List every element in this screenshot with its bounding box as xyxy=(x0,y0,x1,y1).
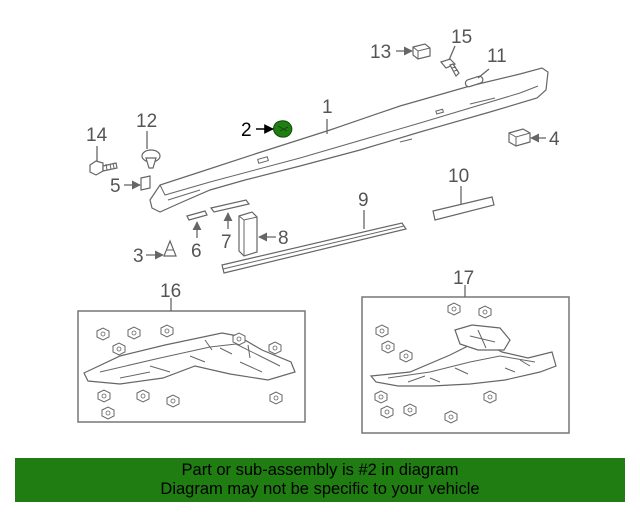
clip-part-5 xyxy=(140,175,151,191)
pad-part-6 xyxy=(186,210,208,221)
callout-13: 13 xyxy=(370,42,391,63)
retainer-part-13 xyxy=(412,43,431,60)
callout-10: 10 xyxy=(448,166,469,187)
callout-9: 9 xyxy=(358,190,369,211)
screw-part-15 xyxy=(439,58,460,77)
block-part-8 xyxy=(238,211,258,257)
parts-diagram: 1 2 3 4 5 6 7 8 xyxy=(77,27,570,434)
rocker-panel-part-1 xyxy=(149,67,549,213)
callout-7: 7 xyxy=(221,232,232,253)
callout-4: 4 xyxy=(549,129,560,150)
under-cover-box-part-17 xyxy=(361,296,570,434)
callout-5: 5 xyxy=(110,176,121,197)
callout-8: 8 xyxy=(278,228,289,249)
under-cover-box-part-16 xyxy=(77,310,306,423)
callout-16: 16 xyxy=(160,281,181,302)
callout-6: 6 xyxy=(191,241,202,262)
seal-part-11 xyxy=(464,75,484,88)
info-banner: Part or sub-assembly is #2 in diagram Di… xyxy=(15,458,625,502)
callout-3: 3 xyxy=(133,246,144,267)
clip-part-3 xyxy=(163,239,177,257)
moulding-part-9 xyxy=(221,222,407,274)
clip-part-12 xyxy=(141,149,161,169)
callout-2: 2 xyxy=(241,120,252,141)
clip-part-2 xyxy=(273,120,293,138)
callout-14: 14 xyxy=(86,125,108,146)
banner-line-2: Diagram may not be specific to your vehi… xyxy=(160,480,480,498)
callout-1: 1 xyxy=(322,97,333,118)
callout-17: 17 xyxy=(453,268,474,289)
banner-line-1: Part or sub-assembly is #2 in diagram xyxy=(181,461,459,479)
trim-part-10 xyxy=(432,196,495,221)
callout-11: 11 xyxy=(487,46,507,67)
cap-part-4 xyxy=(508,128,531,147)
screw-part-14 xyxy=(89,160,118,176)
strip-part-7 xyxy=(209,199,251,213)
callout-15: 15 xyxy=(451,27,472,48)
callout-12: 12 xyxy=(136,111,157,132)
